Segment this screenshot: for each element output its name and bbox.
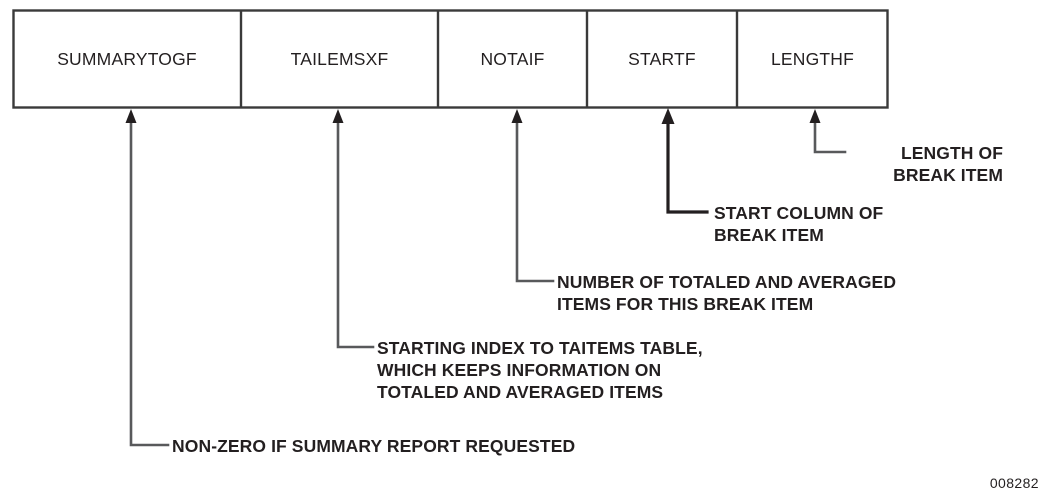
annotation-lengthf: LENGTH OF BREAK ITEM: [893, 143, 1003, 185]
annotation-tailemsxf-line-1: STARTING INDEX TO TAITEMS TABLE,: [377, 338, 703, 358]
arrowhead-summarytogf: [125, 109, 137, 123]
figure-number: 008282: [990, 475, 1039, 491]
leader-startf: [661, 108, 709, 214]
annotation-startf-line-1: START COLUMN OF: [714, 203, 884, 223]
leader-tailemsxf: [332, 109, 375, 349]
leader-line-notaif: [515, 118, 555, 283]
annotation-lengthf-line-2: BREAK ITEM: [893, 165, 1003, 185]
field-label-notaif: NOTAIF: [480, 49, 544, 69]
arrowhead-notaif: [511, 109, 523, 123]
annotation-lengthf-line-1: LENGTH OF: [901, 143, 1003, 163]
leader-line-tailemsxf: [336, 118, 375, 349]
arrowhead-tailemsxf: [332, 109, 344, 123]
record-field-box: SUMMARYTOGF TAILEMSXF NOTAIF STARTF LENG…: [12, 9, 889, 109]
field-box-outline: [12, 9, 889, 109]
leader-notaif: [511, 109, 555, 283]
annotation-summarytogf: NON-ZERO IF SUMMARY REPORT REQUESTED: [172, 436, 575, 456]
field-label-tailemsxf: TAILEMSXF: [291, 49, 389, 69]
arrowhead-lengthf: [809, 109, 821, 123]
leader-summarytogf: [125, 109, 170, 447]
leader-line-startf: [666, 118, 709, 214]
annotation-tailemsxf: STARTING INDEX TO TAITEMS TABLE, WHICH K…: [377, 338, 703, 402]
leader-line-summarytogf: [129, 118, 170, 447]
field-label-summarytogf: SUMMARYTOGF: [57, 49, 197, 69]
annotation-tailemsxf-line-2: WHICH KEEPS INFORMATION ON: [377, 360, 661, 380]
annotation-notaif-line-1: NUMBER OF TOTALED AND AVERAGED: [557, 272, 896, 292]
annotation-notaif-line-2: ITEMS FOR THIS BREAK ITEM: [557, 294, 813, 314]
annotation-startf: START COLUMN OF BREAK ITEM: [714, 203, 884, 245]
field-label-startf: STARTF: [628, 49, 696, 69]
annotation-summarytogf-line-1: NON-ZERO IF SUMMARY REPORT REQUESTED: [172, 436, 575, 456]
arrowhead-startf: [661, 108, 675, 124]
annotation-startf-line-2: BREAK ITEM: [714, 225, 824, 245]
annotation-notaif: NUMBER OF TOTALED AND AVERAGED ITEMS FOR…: [557, 272, 896, 314]
leader-lengthf: [809, 109, 847, 154]
leader-line-lengthf: [813, 118, 847, 154]
annotation-tailemsxf-line-3: TOTALED AND AVERAGED ITEMS: [377, 382, 663, 402]
field-label-lengthf: LENGTHF: [771, 49, 854, 69]
